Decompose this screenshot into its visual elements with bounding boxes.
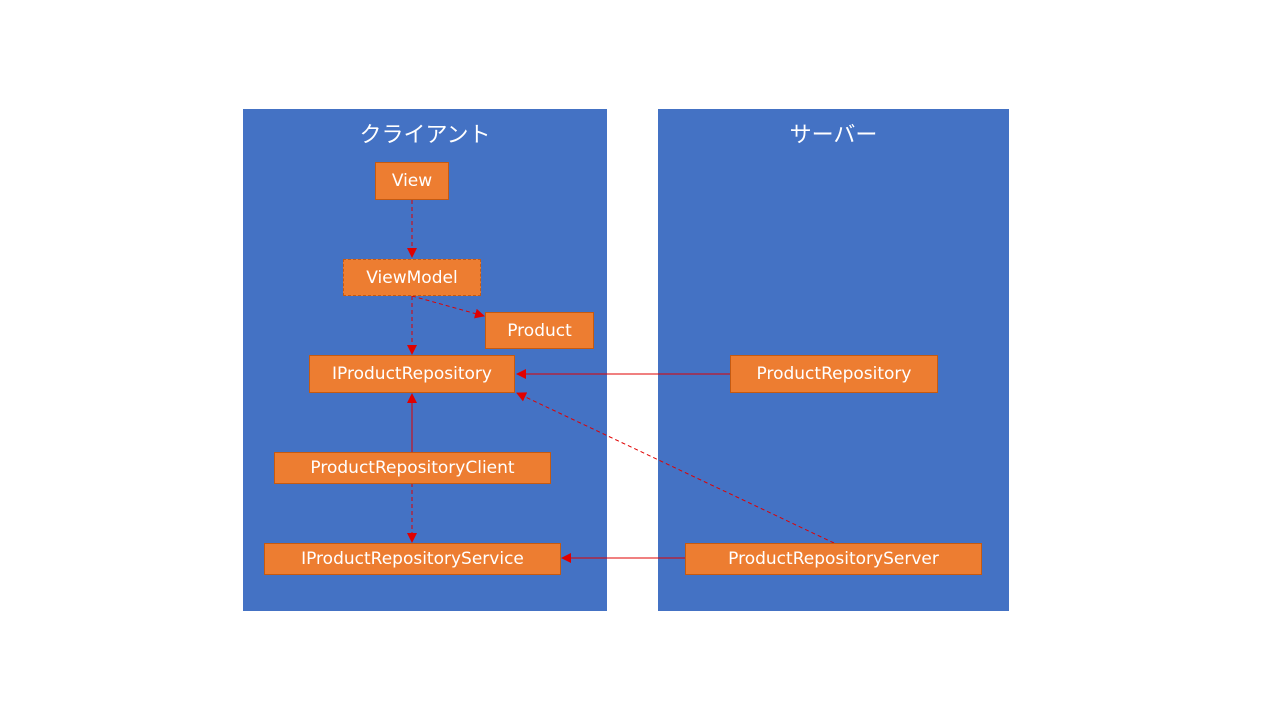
node-viewmodel: ViewModel: [343, 259, 481, 296]
node-productrepositoryserver: ProductRepositoryServer: [685, 543, 982, 575]
node-iproductrepository: IProductRepository: [309, 355, 515, 393]
node-view: View: [375, 162, 449, 200]
client-panel-title: クライアント: [359, 123, 491, 148]
node-iproductrepositoryservice: IProductRepositoryService: [264, 543, 561, 575]
node-product: Product: [485, 312, 594, 349]
node-productrepository: ProductRepository: [730, 355, 938, 393]
node-productrepositoryclient: ProductRepositoryClient: [274, 452, 551, 484]
server-panel-title: サーバー: [789, 123, 878, 148]
